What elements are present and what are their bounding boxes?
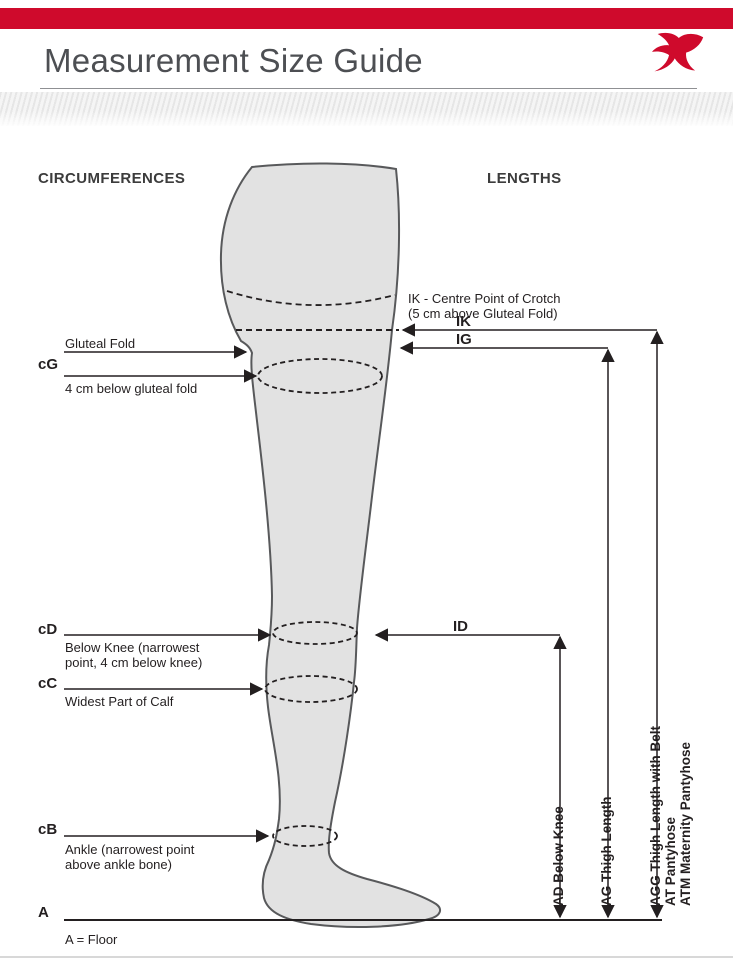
cb-description: Ankle (narrowest point above ankle bone) [65, 842, 195, 873]
agg-thigh-length-with-belt-label: AGG Thigh Length with Belt [648, 726, 663, 906]
atm-maternity-pantyhose-label: ATM Maternity Pantyhose [678, 741, 693, 906]
ik-code: IK [456, 313, 471, 330]
a-code: A [38, 904, 49, 921]
gluteal-fold-label: Gluteal Fold [65, 336, 136, 351]
hip-crease-dashed-arc [226, 290, 396, 306]
cg-description: 4 cm below gluteal fold [65, 381, 198, 396]
lengths-heading: LENGTHS [487, 170, 562, 187]
ag-thigh-length-label: AG Thigh Length [599, 796, 614, 906]
header-divider [40, 88, 697, 89]
circumferences-heading: CIRCUMFERENCES [38, 170, 186, 187]
ik-note-line1: IK - Centre Point of Crotch [408, 291, 561, 306]
texture-band [0, 92, 733, 126]
bottom-divider [0, 956, 733, 958]
cc-description: Widest Part of Calf [65, 694, 174, 709]
cg-circumference-ellipse [257, 358, 383, 394]
id-code: ID [453, 618, 468, 635]
cc-circumference-ellipse [264, 675, 358, 703]
at-pantyhose-label: AT Pantyhose [663, 816, 678, 906]
brand-bird-logo-icon [652, 32, 704, 72]
cd-description: Below Knee (narrowest point, 4 cm below … [65, 640, 203, 671]
cb-circumference-ellipse [272, 825, 338, 847]
ik-note-line2: (5 cm above Gluteal Fold) [408, 306, 558, 321]
leg-silhouette [219, 162, 442, 928]
cd-circumference-ellipse [272, 621, 358, 645]
a-floor-label: A = Floor [65, 932, 118, 947]
ig-code: IG [456, 331, 472, 348]
cg-code: cG [38, 356, 59, 373]
ad-below-knee-label: AD Below Knee [551, 806, 566, 906]
cd-code: cD [38, 621, 58, 638]
top-accent-bar [0, 8, 733, 29]
cc-code: cC [38, 675, 58, 692]
page-title: Measurement Size Guide [44, 42, 423, 79]
cb-code: cB [38, 821, 58, 838]
